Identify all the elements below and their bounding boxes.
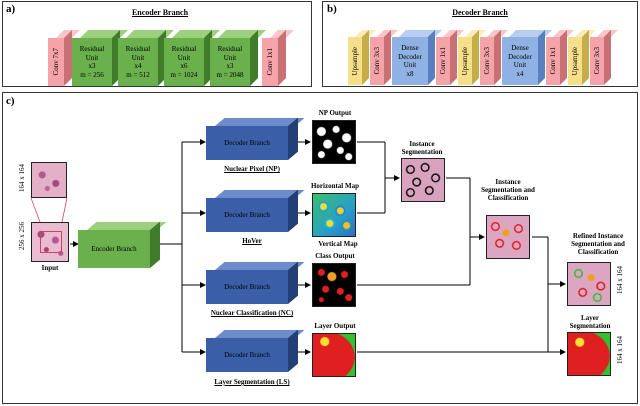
panel-c-label: c) bbox=[6, 95, 15, 107]
upsample-block-1: Upsample bbox=[348, 30, 376, 85]
panel-a bbox=[2, 1, 312, 87]
conv1x1-block-1: Conv 1x1 bbox=[436, 30, 464, 85]
vertical-map-label: Vertical Map bbox=[318, 240, 358, 248]
input-label: Input bbox=[41, 264, 59, 272]
instance-seg-class-label-1: Instance bbox=[495, 178, 521, 186]
panel-c bbox=[2, 92, 638, 404]
head-label-ls: Layer Segmentation (LS) bbox=[214, 378, 290, 386]
upsample-block-2: Upsample bbox=[458, 30, 486, 85]
panel-b-label: b) bbox=[327, 3, 337, 15]
upsample-block-3-label: Upsample bbox=[570, 46, 579, 76]
upsample-block-2-label: Upsample bbox=[460, 46, 469, 76]
class-output-image bbox=[312, 263, 356, 307]
encoder-branch-block: Encoder Branch bbox=[78, 221, 167, 268]
decoder-branch-hover: Decoder Branch bbox=[206, 189, 305, 232]
decoder-branch-np: Decoder Branch bbox=[206, 117, 305, 160]
input-size-top: 164 x 164 bbox=[18, 164, 26, 192]
refined-size: 164 x 164 bbox=[616, 266, 624, 294]
layer-output-image bbox=[312, 333, 356, 377]
layer-seg-size: 164 x 164 bbox=[616, 336, 624, 364]
refined-label-2: Segmentation and bbox=[571, 240, 625, 248]
layer-seg-label-1: Layer bbox=[581, 314, 599, 322]
crop-marker bbox=[40, 231, 62, 253]
horizontal-map-label: Horizontal Map bbox=[310, 182, 360, 190]
conv7x7-label: Conv 7x7 bbox=[51, 48, 60, 76]
conv1x1-block: Conv 1x1 bbox=[262, 30, 294, 86]
conv3x3-block-3: Conv 3x3 bbox=[590, 30, 618, 85]
input-crop-image bbox=[31, 162, 67, 198]
conv3x3-block-1: Conv 3x3 bbox=[370, 30, 398, 85]
head-label-np: Nuclear Pixel (NP) bbox=[224, 165, 280, 173]
layer-output-label: Layer Output bbox=[314, 322, 356, 330]
instance-seg-class-label-2: Segmentation and bbox=[481, 186, 535, 194]
instance-seg-label-1: Instance bbox=[409, 140, 435, 148]
conv3x3-block-2-label: Conv 3x3 bbox=[482, 47, 491, 75]
head-label-nc: Nuclear Classification (NC) bbox=[210, 309, 294, 317]
class-output-label: Class Output bbox=[315, 252, 355, 260]
instance-seg-image bbox=[401, 158, 445, 202]
enc-conv1x1-label: Conv 1x1 bbox=[265, 48, 274, 76]
input-full-image bbox=[31, 222, 69, 262]
np-output-label: NP Output bbox=[318, 109, 352, 117]
layer-seg-label-2: Segmentation bbox=[569, 322, 611, 330]
decoder-branch-title: Decoder Branch bbox=[452, 8, 508, 17]
hover-map-image bbox=[312, 193, 356, 237]
conv1x1-block-2: Conv 1x1 bbox=[546, 30, 574, 85]
decoder-branch-nc: Decoder Branch bbox=[206, 261, 305, 304]
conv7x7-block: Conv 7x7 bbox=[48, 30, 80, 86]
conv3x3-block-3-label: Conv 3x3 bbox=[592, 47, 601, 75]
refined-label-3: Classification bbox=[577, 248, 619, 256]
instance-seg-label-2: Segmentation bbox=[401, 148, 443, 156]
conv1x1-block-1-label: Conv 1x1 bbox=[438, 47, 447, 75]
instance-seg-class-image bbox=[486, 215, 530, 259]
encoder-branch-title: Encoder Branch bbox=[131, 8, 189, 17]
input-size-bottom: 256 x 256 bbox=[18, 222, 26, 250]
conv3x3-block-2: Conv 3x3 bbox=[480, 30, 508, 85]
instance-seg-class-label-3: Classification bbox=[487, 194, 529, 202]
refined-image bbox=[567, 262, 611, 306]
layer-seg-image bbox=[567, 332, 611, 376]
conv3x3-block-1-label: Conv 3x3 bbox=[372, 47, 381, 75]
conv1x1-block-2-label: Conv 1x1 bbox=[548, 47, 557, 75]
panel-b bbox=[322, 1, 638, 87]
refined-label-1: Refined Instance bbox=[572, 232, 624, 240]
panel-a-label: a) bbox=[6, 3, 16, 15]
upsample-block-3: Upsample bbox=[568, 30, 596, 85]
head-label-hover: HoVer bbox=[242, 237, 262, 245]
upsample-block-1-label: Upsample bbox=[350, 46, 359, 76]
decoder-branch-ls: Decoder Branch bbox=[206, 329, 305, 372]
np-output-image bbox=[312, 120, 356, 164]
